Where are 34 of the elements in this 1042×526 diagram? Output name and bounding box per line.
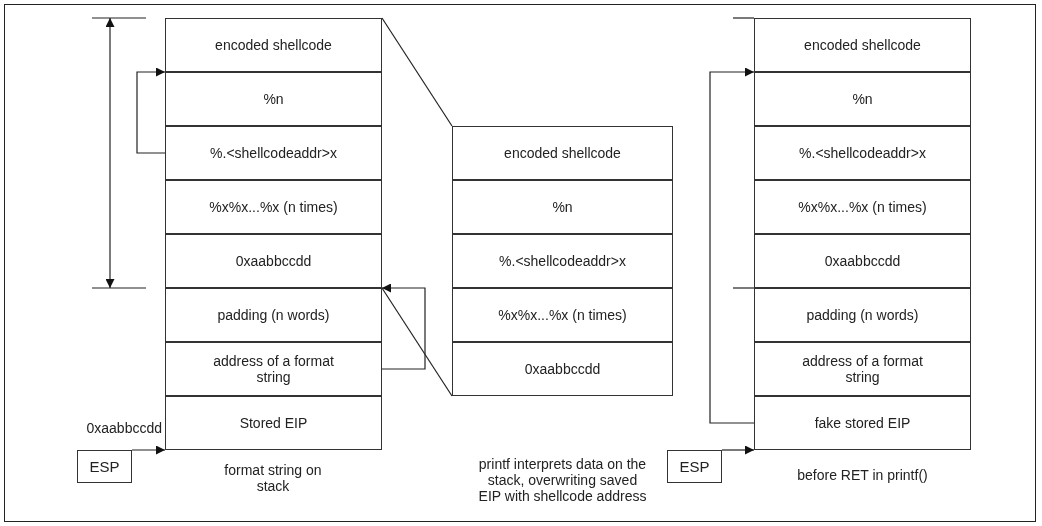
- arrow: [136, 67, 166, 154]
- arrow: [131, 445, 166, 455]
- connector-line: [381, 17, 453, 127]
- arrow: [721, 445, 755, 455]
- stack-cell: padding (n words): [754, 288, 971, 342]
- stack-cell: encoded shellcode: [452, 126, 673, 180]
- register-box: ESP: [77, 450, 132, 483]
- stack-cell: 0xaabbccdd: [754, 234, 971, 288]
- register-box: ESP: [667, 450, 722, 483]
- stack-cell: 0xaabbccdd: [165, 234, 382, 288]
- stack-cell: encoded shellcode: [754, 18, 971, 72]
- stack-cell: 0xaabbccdd: [452, 342, 673, 396]
- stack-cell: encoded shellcode: [165, 18, 382, 72]
- stack-cell: address of a format string: [754, 342, 971, 396]
- stack-cell: %x%x...%x (n times): [165, 180, 382, 234]
- stack-cell: %x%x...%x (n times): [754, 180, 971, 234]
- stack-cell: %n: [165, 72, 382, 126]
- stack-cell: %x%x...%x (n times): [452, 288, 673, 342]
- address-label: 0xaabbccdd: [85, 420, 162, 436]
- stack-cell: Stored EIP: [165, 396, 382, 450]
- arrow: [381, 283, 426, 370]
- arrow: [709, 67, 755, 424]
- stack-cell: padding (n words): [165, 288, 382, 342]
- stack-cell: %.<shellcodeaddr>x: [452, 234, 673, 288]
- caption: before RET in printf(): [796, 467, 929, 483]
- stack-cell: %.<shellcodeaddr>x: [165, 126, 382, 180]
- connector-line: [381, 287, 453, 397]
- caption: printf interprets data on the stack, overwriting saved EIP with shellcode address: [477, 456, 648, 504]
- stack-cell: fake stored EIP: [754, 396, 971, 450]
- stack-cell: %.<shellcodeaddr>x: [754, 126, 971, 180]
- stack-cell: %n: [754, 72, 971, 126]
- caption: format string on stack: [223, 462, 323, 494]
- stack-cell: address of a format string: [165, 342, 382, 396]
- stack-cell: %n: [452, 180, 673, 234]
